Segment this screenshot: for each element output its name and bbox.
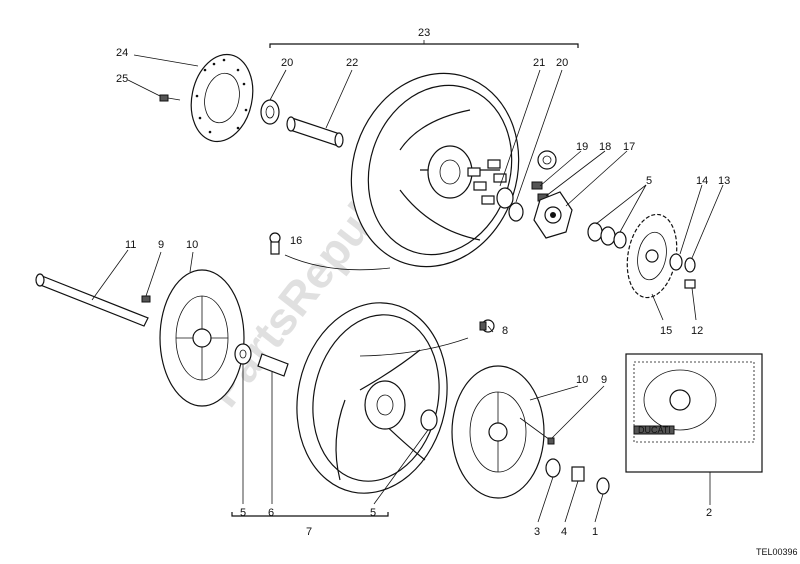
callout-4: 4 <box>561 526 567 538</box>
rear-bearing-right <box>496 187 524 222</box>
callout-20: 20 <box>281 57 293 69</box>
callout-5b: 5 <box>240 507 246 519</box>
front-nut-1 <box>596 477 610 495</box>
callout-19: 19 <box>576 141 588 153</box>
leader-lines <box>91 54 724 523</box>
disc-bolt-25 <box>159 94 181 102</box>
sprocket-washer-14 <box>669 253 683 271</box>
sprocket-nut-12 <box>684 279 696 289</box>
callout-21: 21 <box>533 57 545 69</box>
front-spacer-6 <box>257 353 289 377</box>
callout-16: 16 <box>290 235 302 247</box>
sprocket-carrier <box>533 191 573 239</box>
front-bearing-right <box>420 409 438 431</box>
callout-23: 23 <box>418 27 430 39</box>
callout-12: 12 <box>691 325 703 337</box>
callout-2: 2 <box>706 507 712 519</box>
front-bearing-left <box>234 343 252 365</box>
front-bearing-3 <box>545 458 561 478</box>
callout-14: 14 <box>696 175 708 187</box>
callout-22: 22 <box>346 57 358 69</box>
callout-6: 6 <box>268 507 274 519</box>
callout-9a: 9 <box>158 239 164 251</box>
rear-brake-disc <box>190 53 254 143</box>
callout-9b: 9 <box>601 374 607 386</box>
sprocket-nut-13 <box>684 257 696 273</box>
front-brake-disc-left <box>159 269 245 407</box>
front-disc-bolt-right <box>519 417 555 445</box>
front-spacer-4 <box>571 466 585 482</box>
rear-bearing-set <box>587 222 627 249</box>
callout-1: 1 <box>592 526 598 538</box>
callout-24: 24 <box>116 47 128 59</box>
front-brake-disc-right <box>451 365 545 499</box>
bolt-16 <box>269 232 391 271</box>
callout-13: 13 <box>718 175 730 187</box>
callout-5a: 5 <box>646 175 652 187</box>
bracket-7 <box>231 512 389 517</box>
callout-18: 18 <box>599 141 611 153</box>
front-wheel-rim <box>296 302 448 494</box>
front-disc-bolt-left <box>141 295 151 303</box>
reference-code: TEL00396 <box>756 547 798 557</box>
gear-icon <box>537 150 557 170</box>
kit-label: DUCATI <box>638 425 671 435</box>
callout-3: 3 <box>534 526 540 538</box>
callout-7: 7 <box>306 526 312 538</box>
callout-5c: 5 <box>370 507 376 519</box>
callout-8: 8 <box>502 325 508 337</box>
front-axle <box>35 273 149 327</box>
rear-spacer-22 <box>286 116 344 148</box>
callout-25: 25 <box>116 73 128 85</box>
kit-box: DUCATI <box>625 353 763 473</box>
bracket-23 <box>269 43 579 48</box>
rear-sprocket <box>626 213 678 299</box>
callout-10a: 10 <box>186 239 198 251</box>
rear-bearing-left <box>260 99 280 125</box>
callout-17: 17 <box>623 141 635 153</box>
callout-20b: 20 <box>556 57 568 69</box>
callout-10b: 10 <box>576 374 588 386</box>
callout-11: 11 <box>125 239 136 251</box>
callout-15: 15 <box>660 325 672 337</box>
wheel-studs <box>467 159 507 205</box>
